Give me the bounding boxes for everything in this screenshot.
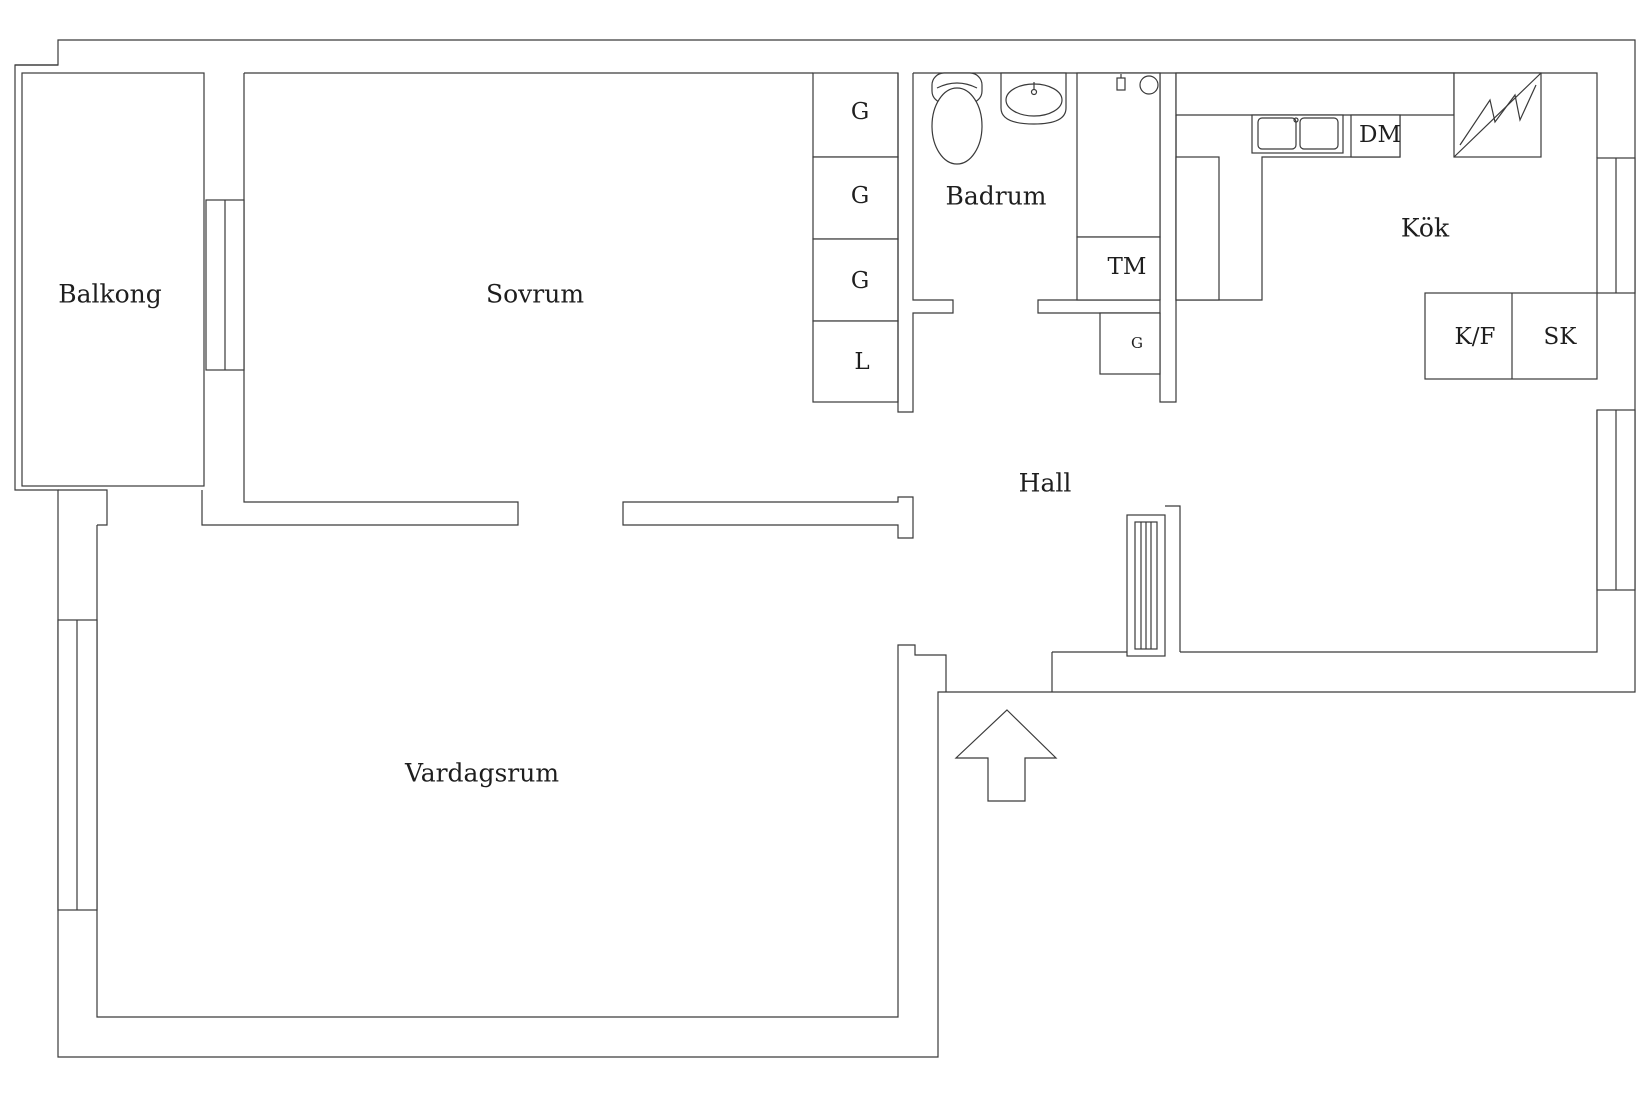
label-dishwasher: DM — [1359, 122, 1401, 148]
label-wardrobe-2: G — [851, 183, 869, 209]
closet-labels: G G G L G — [851, 99, 1143, 375]
label-balkong: Balkong — [58, 280, 162, 309]
label-kok: Kök — [1401, 214, 1450, 243]
label-fridge-freezer: K/F — [1455, 324, 1496, 350]
toilet-icon — [931, 72, 983, 165]
label-pantry: SK — [1544, 324, 1578, 350]
washbasin-icon — [1000, 72, 1067, 125]
label-badrum: Badrum — [945, 182, 1046, 211]
label-sovrum: Sovrum — [486, 280, 584, 309]
label-wardrobe-1: G — [851, 99, 869, 125]
kitchen-sink-icon — [1251, 114, 1344, 154]
wardrobe-stack — [812, 72, 899, 403]
room-labels: Balkong Sovrum Badrum Kök Hall Vardagsru… — [58, 182, 1450, 788]
balcony — [15, 64, 205, 487]
label-washing-machine: TM — [1108, 254, 1147, 280]
appliance-labels: TM DM K/F SK — [1108, 122, 1578, 350]
windows — [57, 157, 1636, 911]
kitchen-wall-stub — [1165, 505, 1181, 652]
label-vardagsrum: Vardagsrum — [404, 759, 559, 788]
shower-taps-icon — [1116, 74, 1159, 95]
label-linen: L — [854, 349, 869, 375]
stove-icon — [1453, 72, 1542, 158]
label-hall: Hall — [1019, 469, 1072, 498]
label-wardrobe-3: G — [851, 268, 869, 294]
kitchen-counter — [1175, 72, 1598, 380]
bathroom-walls — [897, 72, 1177, 413]
radiator-icon — [1126, 514, 1166, 657]
label-hall-closet: G — [1131, 334, 1143, 352]
entrance-arrow-icon — [954, 709, 1058, 802]
